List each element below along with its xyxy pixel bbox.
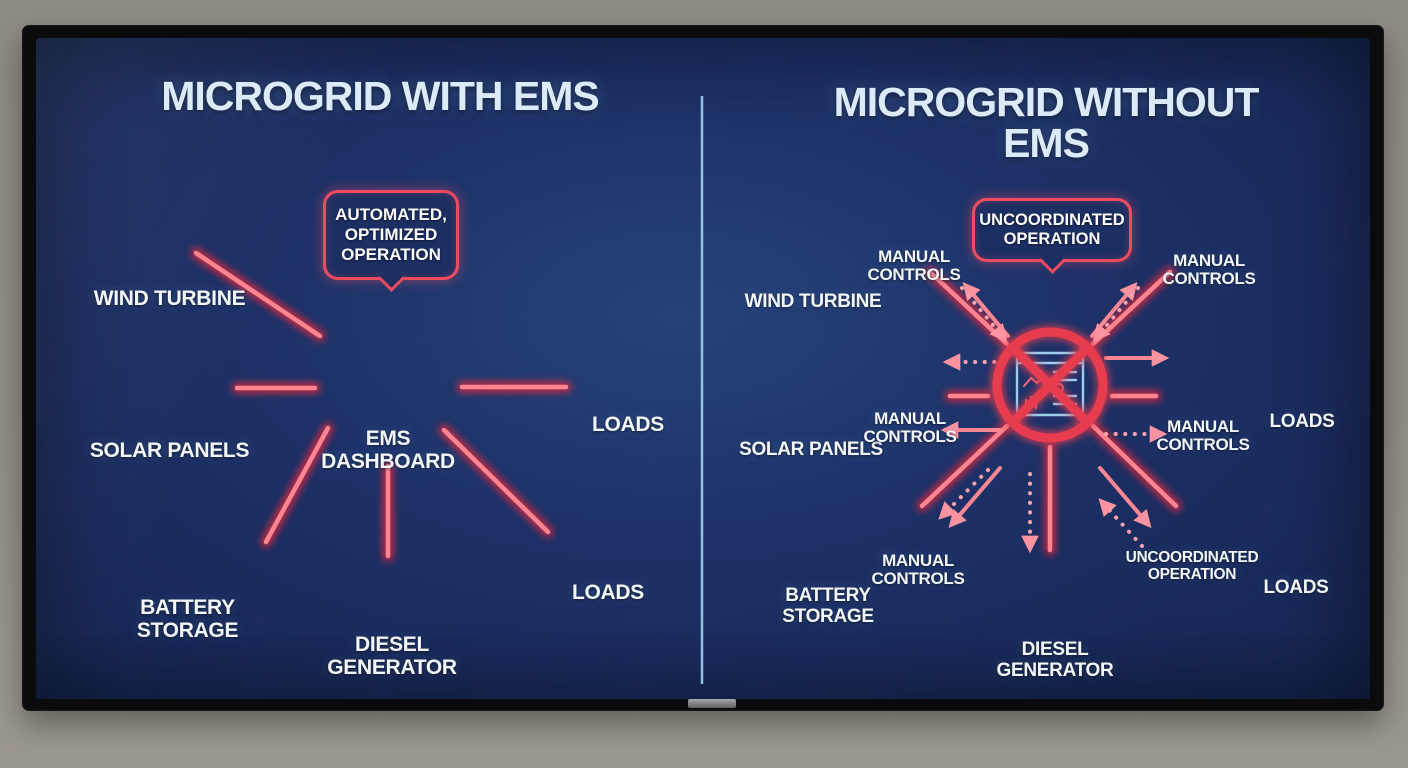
wind-turbine-icon	[763, 150, 863, 286]
battery-storage-icon	[126, 518, 250, 602]
solar-panels-label: SOLAR PANELS	[739, 439, 883, 460]
automated-operation-bubble: AUTOMATED, OPTIMIZED OPERATION	[323, 190, 459, 292]
loads-building-red-bolt-icon	[574, 332, 680, 420]
manual-controls-label: MANUAL CONTROLS	[863, 409, 957, 447]
wind-turbine-label: WIND TURBINE	[93, 287, 246, 310]
battery-storage-label: BATTERY STORAGE	[782, 585, 874, 627]
solar-panels-label: SOLAR PANELS	[89, 439, 250, 462]
solar-panels-icon	[70, 338, 222, 446]
manual-controls-label: MANUAL CONTROLS	[1156, 417, 1250, 455]
manual-controls-label: MANUAL CONTROLS	[1162, 251, 1256, 289]
manual-controls-sliders-icon	[1169, 366, 1237, 414]
ems-dashboard-label: EMS DASHBOARD	[321, 427, 455, 473]
left-panel-title: MICROGRID WITH EMS	[161, 73, 600, 119]
diesel-generator-icon	[332, 556, 448, 640]
loads-building-blue-bolts-icon	[556, 504, 656, 588]
loads-building-red-bolt-icon	[1254, 330, 1350, 410]
tv-brand-badge	[688, 699, 736, 708]
battery-storage-label: BATTERY STORAGE	[136, 596, 239, 642]
diesel-generator-icon	[998, 560, 1112, 642]
ems-dashboard-icon	[318, 320, 458, 428]
right-panel-title: MICROGRID WITHOUT EMS	[833, 79, 1260, 166]
bubble-text: UNCOORDINATED OPERATION	[979, 211, 1125, 248]
loads-bottom-label: LOADS	[571, 581, 644, 604]
diesel-generator-label: DIESEL GENERATOR	[327, 633, 457, 679]
manual-controls-sliders-icon	[880, 196, 948, 244]
wind-turbine-icon	[112, 140, 227, 292]
uncoordinated-operation-label: UNCOORDINATED OPERATION	[1125, 549, 1259, 583]
manual-controls-label: MANUAL CONTROLS	[871, 551, 965, 589]
bubble-text: AUTOMATED, OPTIMIZED OPERATION	[335, 205, 447, 264]
manual-controls-sliders-icon	[884, 500, 952, 548]
manual-controls-sliders-icon	[1175, 200, 1243, 248]
manual-controls-label: MANUAL CONTROLS	[867, 247, 961, 285]
uncoordinated-operation-bubble: UNCOORDINATED OPERATION	[972, 198, 1132, 274]
manual-controls-sliders-icon	[1160, 502, 1224, 548]
diesel-generator-label: DIESEL GENERATOR	[996, 639, 1114, 681]
loads-mid-label: LOADS	[1269, 411, 1335, 432]
loads-bottom-label: LOADS	[1263, 577, 1329, 598]
loads-top-label: LOADS	[591, 413, 664, 436]
wind-turbine-label: WIND TURBINE	[744, 291, 882, 312]
manual-controls-sliders-icon	[876, 358, 944, 406]
